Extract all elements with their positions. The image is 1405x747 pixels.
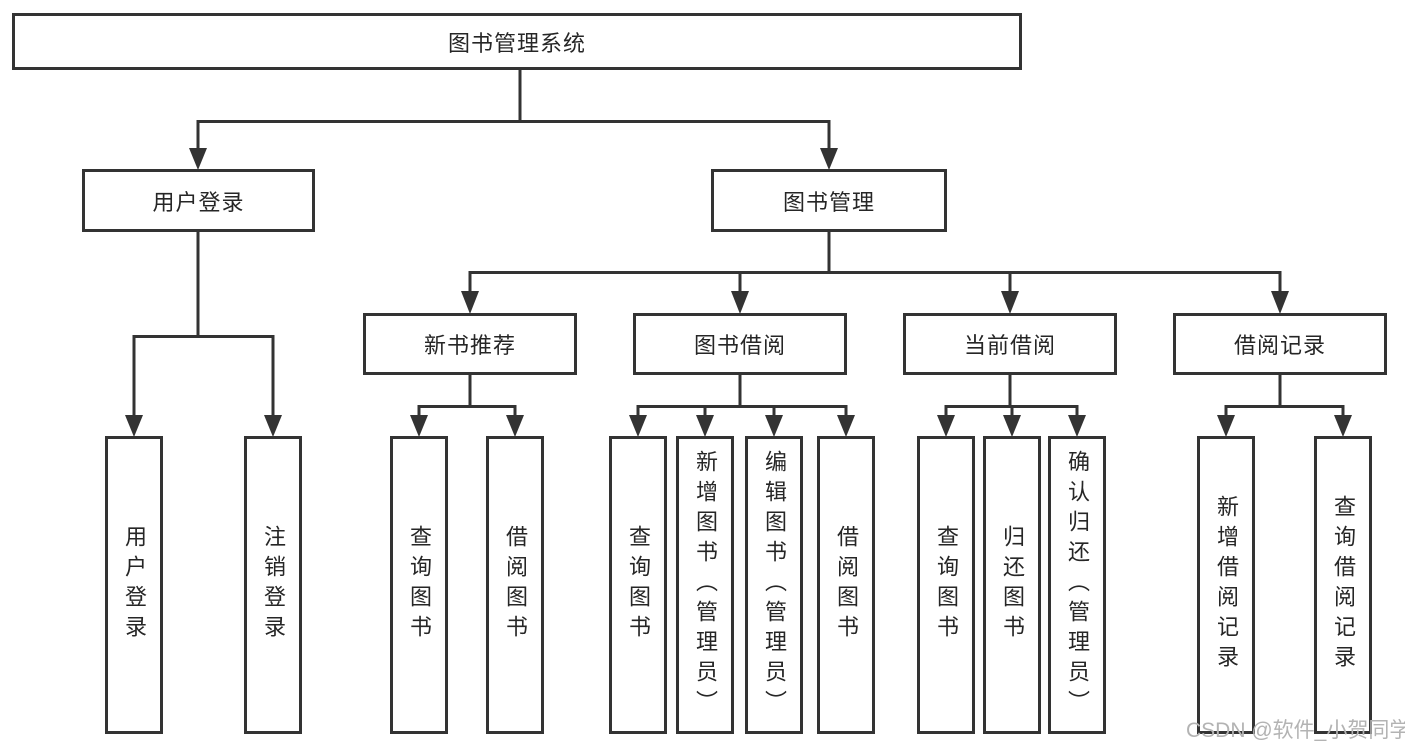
- leaf-query-books-current: 查询图书: [917, 436, 975, 734]
- arrow-down-icon: [696, 415, 714, 437]
- leaf-borrow-books-recommend-label: 借阅图书: [503, 525, 528, 645]
- leaf-add-book-admin: 新增图书（管理员）: [676, 436, 734, 734]
- arrow-down-icon: [820, 148, 838, 170]
- arrow-down-icon: [1271, 291, 1289, 314]
- connector-line: [636, 405, 848, 416]
- connector-new-book-children: [410, 373, 524, 437]
- connector-line: [196, 120, 831, 149]
- node-current-borrow: 当前借阅: [903, 313, 1117, 375]
- leaf-query-books-recommend-label: 查询图书: [407, 525, 432, 645]
- leaf-query-borrow-record-label: 查询借阅记录: [1331, 495, 1356, 675]
- connector-line: [417, 405, 517, 416]
- leaf-borrow-books: 借阅图书: [817, 436, 875, 734]
- leaf-borrow-books-recommend: 借阅图书: [486, 436, 544, 734]
- node-book-management: 图书管理: [711, 169, 947, 232]
- leaf-confirm-return-admin: 确认归还（管理员）: [1048, 436, 1106, 734]
- connector-borrow-records-children: [1217, 373, 1352, 437]
- leaf-user-login-label: 用户登录: [122, 525, 147, 645]
- leaf-confirm-return-admin-label: 确认归还（管理员）: [1065, 450, 1090, 720]
- leaf-query-books-borrow: 查询图书: [609, 436, 667, 734]
- node-user-login-label: 用户登录: [152, 189, 245, 215]
- node-book-management-label: 图书管理: [782, 189, 875, 215]
- arrow-down-icon: [1001, 291, 1019, 314]
- connector-current-borrow-children: [937, 373, 1086, 437]
- node-user-login: 用户登录: [82, 169, 315, 232]
- connector-book-borrow-children: [629, 373, 855, 437]
- connector-user-login-children: [125, 230, 282, 437]
- arrow-down-icon: [461, 291, 479, 314]
- arrow-down-icon: [837, 415, 855, 437]
- arrow-down-icon: [1068, 415, 1086, 437]
- leaf-query-books-recommend: 查询图书: [390, 436, 448, 734]
- connector-book-management-children: [461, 230, 1289, 314]
- arrow-down-icon: [189, 148, 207, 170]
- connector-line: [1224, 405, 1345, 416]
- node-new-book-recommend-label: 新书推荐: [423, 333, 516, 358]
- leaf-add-borrow-record-label: 新增借阅记录: [1214, 495, 1239, 675]
- node-book-borrow: 图书借阅: [633, 313, 847, 375]
- arrow-down-icon: [125, 415, 143, 437]
- arrow-down-icon: [1334, 415, 1352, 437]
- node-root: 图书管理系统: [12, 13, 1022, 70]
- arrow-down-icon: [731, 291, 749, 314]
- arrow-down-icon: [629, 415, 647, 437]
- leaf-return-books: 归还图书: [983, 436, 1041, 734]
- node-current-borrow-label: 当前借阅: [963, 333, 1056, 358]
- node-borrow-records-label: 借阅记录: [1233, 333, 1326, 358]
- connector-root-to-level2: [189, 68, 838, 170]
- connector-line: [132, 335, 275, 416]
- arrow-down-icon: [765, 415, 783, 437]
- arrow-down-icon: [1217, 415, 1235, 437]
- leaf-query-books-current-label: 查询图书: [934, 525, 959, 645]
- arrow-down-icon: [937, 415, 955, 437]
- arrow-down-icon: [410, 415, 428, 437]
- leaf-borrow-books-label: 借阅图书: [834, 525, 859, 645]
- arrow-down-icon: [506, 415, 524, 437]
- arrow-down-icon: [1003, 415, 1021, 437]
- leaf-add-borrow-record: 新增借阅记录: [1197, 436, 1255, 734]
- csdn-watermark: CSDN @软件_小贺同学: [1186, 719, 1405, 742]
- leaf-logout: 注销登录: [244, 436, 302, 734]
- leaf-query-borrow-record: 查询借阅记录: [1314, 436, 1372, 734]
- node-book-borrow-label: 图书借阅: [693, 333, 786, 358]
- node-new-book-recommend: 新书推荐: [363, 313, 577, 375]
- leaf-add-book-admin-label: 新增图书（管理员）: [693, 450, 718, 720]
- leaf-edit-book-admin: 编辑图书（管理员）: [745, 436, 803, 734]
- leaf-query-books-borrow-label: 查询图书: [626, 525, 651, 645]
- leaf-return-books-label: 归还图书: [1000, 525, 1025, 645]
- node-borrow-records: 借阅记录: [1173, 313, 1387, 375]
- arrow-down-icon: [264, 415, 282, 437]
- leaf-logout-label: 注销登录: [261, 525, 286, 645]
- node-root-label: 图书管理系统: [447, 30, 586, 56]
- leaf-user-login: 用户登录: [105, 436, 163, 734]
- leaf-edit-book-admin-label: 编辑图书（管理员）: [762, 450, 787, 720]
- connector-line: [468, 271, 1282, 292]
